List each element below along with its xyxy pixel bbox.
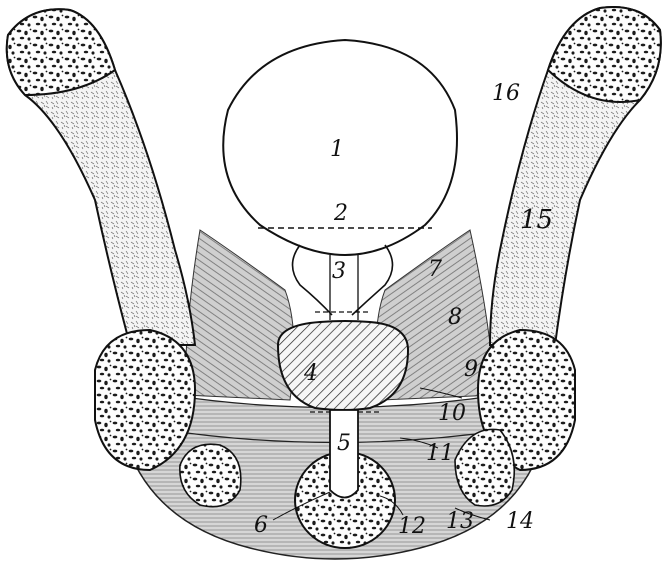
prostate [278,321,408,410]
label-9: 9 [464,357,478,382]
label-3: 3 [332,259,346,284]
label-14: 14 [506,509,534,534]
label-5: 5 [337,431,351,456]
label-7: 7 [428,257,442,282]
label-10: 10 [438,401,466,426]
label-12: 12 [398,514,426,539]
left-muscle-sheet [185,230,294,400]
label-6: 6 [254,513,268,538]
label-2: 2 [333,201,348,226]
left-vesicle [293,245,333,315]
label-1: 1 [330,137,344,162]
label-8: 8 [448,305,462,330]
label-4: 4 [303,361,318,386]
label-16: 16 [492,81,520,106]
label-15: 15 [520,205,553,235]
label-11: 11 [426,441,454,466]
label-13: 13 [446,509,474,534]
